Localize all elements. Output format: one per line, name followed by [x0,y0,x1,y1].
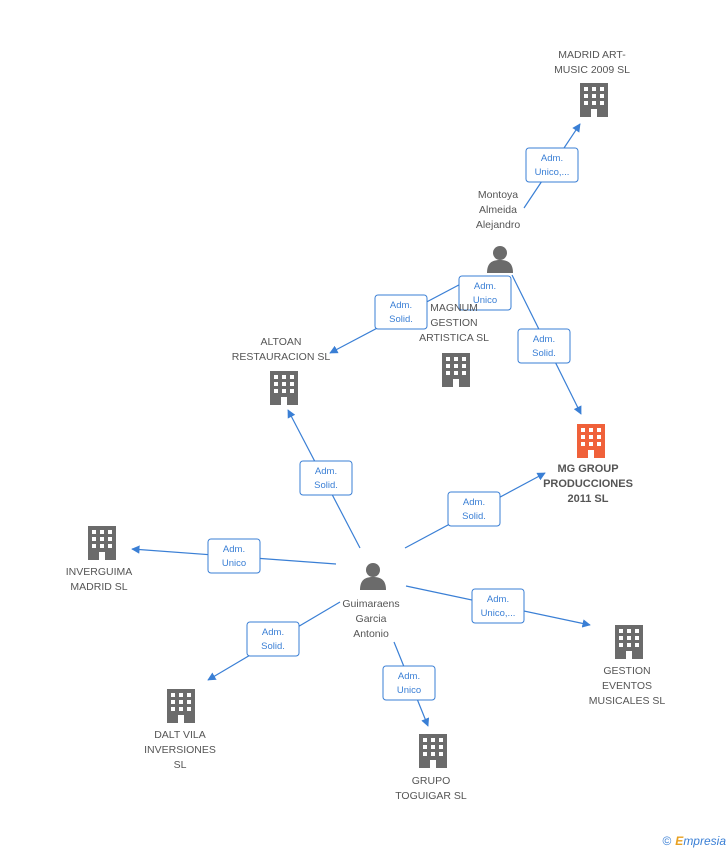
node-label-line: PRODUCCIONES [543,478,633,490]
edge-label-box[interactable] [458,275,512,311]
edges-layer: Adm.Unico,...Adm.Solid.Adm.UnicoAdm.Soli… [131,123,591,727]
building-icon [270,371,298,405]
edge-label-text: Adm. [398,671,420,682]
node-label-line: RESTAURACION SL [232,351,331,363]
node-label-line: DALT VILA [154,729,206,741]
building-icon [167,689,195,723]
edge-label-text: Adm. [487,594,509,605]
building-icon [577,424,605,458]
edge-label-text: Adm. [533,334,555,345]
person-icon [487,246,513,273]
node-grupo-toguigar[interactable]: GRUPO TOGUIGAR SL [395,734,467,802]
edge-label-box[interactable] [382,665,436,701]
edge-guimaraens-to-inverguima: Adm. Unico [131,538,337,574]
edge-label-text: Unico [473,295,497,306]
brand-name: mpresia [683,834,726,848]
node-label-line: GRUPO [412,775,451,787]
footer-brand: ©Empresia [662,834,726,848]
edge-label-text: Adm. [463,497,485,508]
building-icon [88,526,116,560]
building-icon [580,83,608,117]
edge-label-text: Unico [397,685,421,696]
edge-guimaraens-to-altoan: Adm. Solid. [287,409,361,549]
edge-label-text: Solid. [389,314,413,325]
node-label-line: INVERSIONES [144,744,216,756]
edge-label-box[interactable] [447,491,501,527]
brand-initial: E [675,834,684,848]
node-dalt-vila[interactable]: DALT VILA INVERSIONES SL [144,689,216,771]
node-label-line: GESTION [430,317,477,329]
edge-label-text: Solid. [261,641,285,652]
edge-montoya-to-madrid-art: Adm. Unico,... [523,123,581,209]
edge-label-text: Solid. [462,511,486,522]
node-label-line: Montoya [478,189,518,201]
edge-label-text: Unico,... [481,608,516,619]
node-label-line: Almeida [479,204,517,216]
node-label-line: MUSICALES SL [589,695,666,707]
node-label-line: ARTISTICA SL [419,332,489,344]
node-label-line: Antonio [353,628,389,640]
node-label-line: Alejandro [476,219,521,231]
node-label-line: 2011 SL [568,493,609,505]
edge-guimaraens-to-dalt-vila: Adm. Solid. [207,601,341,681]
edge-label-text: Solid. [314,480,338,491]
node-label-line: Garcia [356,613,387,625]
edge-montoya-to-magnum: Adm. Unico [458,275,512,311]
edge-label-text: Solid. [532,348,556,359]
node-label-line: MAGNUM [430,302,478,314]
edge-label-box[interactable] [525,147,579,183]
edge-label-text: Adm. [390,300,412,311]
edge-label-box[interactable] [374,294,428,330]
edge-label-text: Adm. [541,153,563,164]
edge-label-box[interactable] [207,538,261,574]
node-mg-group[interactable]: MG GROUP PRODUCCIONES 2011 SL [543,424,633,505]
building-icon [419,734,447,768]
edge-guimaraens-to-grupo-toguigar: Adm. Unico [382,641,436,727]
copyright-symbol: © [662,834,672,848]
edge-label-box[interactable] [246,621,300,657]
node-inverguima[interactable]: INVERGUIMA MADRID SL [66,526,133,593]
edge-montoya-to-altoan: Adm. Solid. [329,277,473,354]
node-magnum[interactable]: MAGNUM GESTION ARTISTICA SL [419,302,489,387]
node-label-line: MG GROUP [557,463,618,475]
edge-montoya-to-mg-group: Adm. Solid. [511,274,582,415]
node-label-line: MADRID SL [70,581,127,593]
node-label-line: MADRID ART- [558,49,626,61]
node-label-line: GESTION [603,665,650,677]
building-icon [442,353,470,387]
edge-label-text: Adm. [315,466,337,477]
node-label-line: TOGUIGAR SL [395,790,467,802]
edge-label-text: Unico,... [535,167,570,178]
node-label-line: INVERGUIMA [66,566,133,578]
node-label-line: Guimaraens [342,598,399,610]
node-label-line: EVENTOS [602,680,652,692]
edge-label-text: Adm. [474,281,496,292]
edge-label-box[interactable] [299,460,353,496]
edge-guimaraens-to-mg-group: Adm. Solid. [404,472,546,549]
node-label-line: SL [174,759,187,771]
edge-label-text: Unico [222,558,246,569]
building-icon [615,625,643,659]
node-gestion-eventos[interactable]: GESTION EVENTOS MUSICALES SL [589,625,666,707]
edge-label-text: Adm. [223,544,245,555]
edge-label-box[interactable] [517,328,571,364]
edge-label-text: Adm. [262,627,284,638]
node-label-line: ALTOAN [260,336,301,348]
nodes-layer: MADRID ART- MUSIC 2009 SL MontoyaAlmeidaAl… [66,49,666,802]
node-madrid-art[interactable]: MADRID ART- MUSIC 2009 SL [554,49,630,117]
person-icon [360,563,386,590]
edge-guimaraens-to-gestion-eventos: Adm. Unico,... [405,585,591,628]
node-altoan[interactable]: ALTOAN RESTAURACION SL [232,336,331,405]
node-label-line: MUSIC 2009 SL [554,64,630,76]
edge-label-box[interactable] [471,588,525,624]
